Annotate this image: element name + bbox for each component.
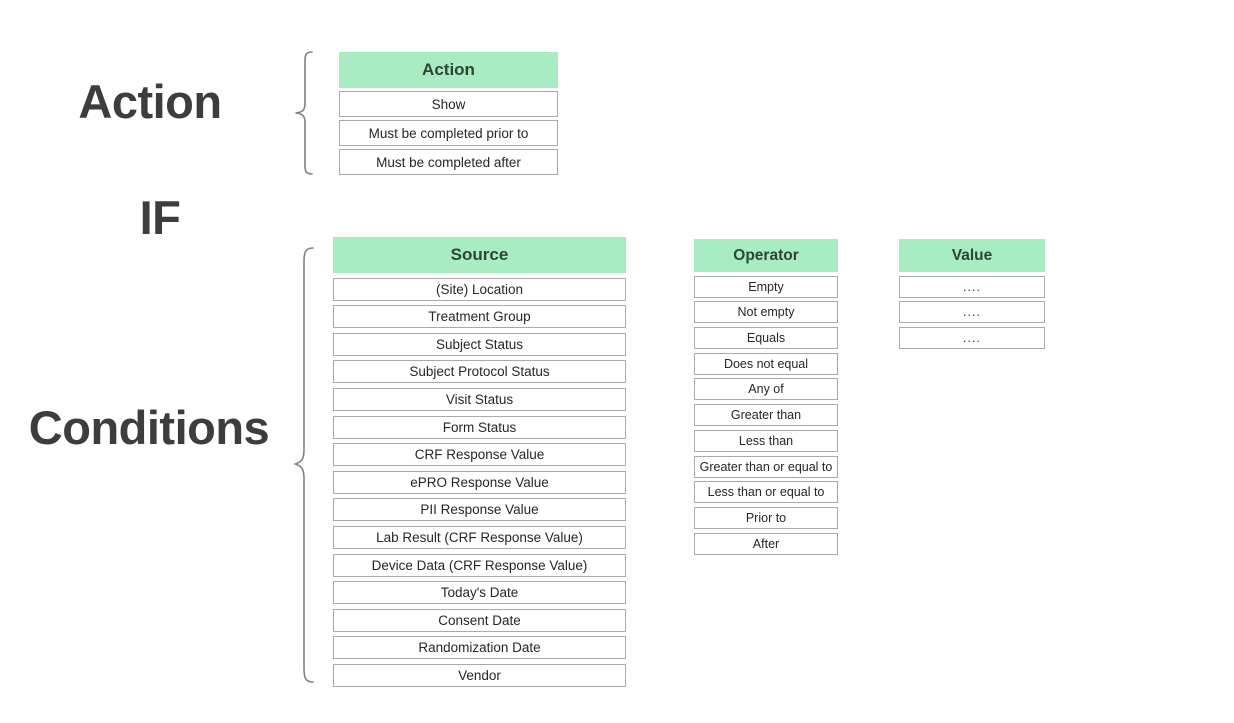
- source-option-vendor[interactable]: Vendor: [333, 663, 626, 687]
- action-option-must-be-completed-after[interactable]: Must be completed after: [339, 149, 558, 175]
- operator-option-less-than-or-equal-to[interactable]: Less than or equal to: [694, 481, 838, 504]
- value-table: Value .... .... ....: [899, 239, 1045, 350]
- source-option-device-data[interactable]: Device Data (CRF Response Value): [333, 553, 626, 577]
- source-option-site-location[interactable]: (Site) Location: [333, 277, 626, 301]
- source-option-form-status[interactable]: Form Status: [333, 415, 626, 439]
- value-placeholder-1[interactable]: ....: [899, 275, 1045, 298]
- value-placeholder-3[interactable]: ....: [899, 327, 1045, 350]
- operator-option-not-empty[interactable]: Not empty: [694, 301, 838, 324]
- action-table: Action Show Must be completed prior to M…: [339, 52, 558, 175]
- operator-option-empty[interactable]: Empty: [694, 275, 838, 298]
- operator-table: Operator Empty Not empty Equals Does not…: [694, 239, 838, 555]
- operator-option-prior-to[interactable]: Prior to: [694, 506, 838, 529]
- curly-brace-action: [295, 51, 313, 175]
- section-label-if: IF: [139, 191, 181, 244]
- source-option-treatment-group[interactable]: Treatment Group: [333, 305, 626, 329]
- operator-option-after[interactable]: After: [694, 532, 838, 555]
- source-option-subject-protocol-status[interactable]: Subject Protocol Status: [333, 360, 626, 384]
- action-option-show[interactable]: Show: [339, 91, 558, 117]
- operator-table-header: Operator: [694, 239, 838, 272]
- value-placeholder-2[interactable]: ....: [899, 301, 1045, 324]
- operator-option-less-than[interactable]: Less than: [694, 429, 838, 452]
- section-label-conditions: Conditions: [28, 401, 270, 454]
- source-option-consent-date[interactable]: Consent Date: [333, 608, 626, 632]
- operator-option-does-not-equal[interactable]: Does not equal: [694, 352, 838, 375]
- source-option-subject-status[interactable]: Subject Status: [333, 332, 626, 356]
- action-option-must-be-completed-prior-to[interactable]: Must be completed prior to: [339, 120, 558, 146]
- source-option-lab-result[interactable]: Lab Result (CRF Response Value): [333, 525, 626, 549]
- action-table-header: Action: [339, 52, 558, 88]
- source-table-header: Source: [333, 237, 626, 273]
- source-option-epro-response-value[interactable]: ePRO Response Value: [333, 470, 626, 494]
- source-option-crf-response-value[interactable]: CRF Response Value: [333, 443, 626, 467]
- source-option-visit-status[interactable]: Visit Status: [333, 387, 626, 411]
- curly-brace-conditions: [294, 247, 314, 683]
- source-option-todays-date[interactable]: Today's Date: [333, 581, 626, 605]
- operator-option-any-of[interactable]: Any of: [694, 378, 838, 401]
- source-table: Source (Site) Location Treatment Group S…: [333, 237, 626, 687]
- section-label-action: Action: [78, 75, 222, 128]
- value-table-header: Value: [899, 239, 1045, 272]
- source-option-pii-response-value[interactable]: PII Response Value: [333, 498, 626, 522]
- operator-option-greater-than[interactable]: Greater than: [694, 404, 838, 427]
- operator-option-equals[interactable]: Equals: [694, 327, 838, 350]
- operator-option-greater-than-or-equal-to[interactable]: Greater than or equal to: [694, 455, 838, 478]
- source-option-randomization-date[interactable]: Randomization Date: [333, 636, 626, 660]
